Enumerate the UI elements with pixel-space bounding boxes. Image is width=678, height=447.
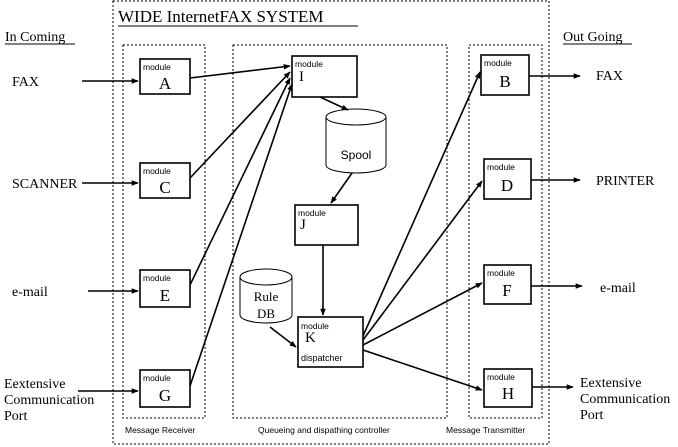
module-f-caption: module	[487, 268, 515, 278]
output-fax-label: FAX	[596, 69, 623, 84]
module-e: module E	[139, 269, 191, 308]
module-i-letter: I	[299, 69, 304, 85]
module-h-letter: H	[502, 384, 514, 403]
output-email-label: e-mail	[600, 281, 636, 296]
module-i: module I	[291, 55, 358, 98]
arrow-e-to-i	[189, 77, 291, 286]
module-g-letter: G	[159, 386, 171, 405]
arrow-a-to-i	[189, 63, 291, 79]
module-d-letter: D	[501, 176, 513, 195]
spool-label: Spool	[341, 148, 372, 162]
module-e-caption: module	[143, 273, 171, 283]
arrow-spool-to-j	[330, 172, 353, 204]
arrow-i-to-spool	[319, 96, 349, 111]
input-ext-port-label-line1: Eextensive	[4, 377, 65, 392]
input-email-label: e-mail	[12, 285, 48, 300]
arrow-k-to-h	[362, 349, 483, 391]
transmitter-group-frame	[468, 44, 543, 419]
module-g: module G	[139, 369, 191, 408]
arrow-k-to-d	[362, 180, 483, 341]
module-j-caption: module	[298, 208, 326, 218]
module-j: module J	[294, 204, 359, 246]
module-b: module B	[480, 54, 530, 96]
module-c-letter: C	[159, 178, 170, 197]
output-ext-port-label-line1: Eextensive	[580, 376, 641, 391]
output-printer-label: PRINTER	[596, 174, 655, 189]
module-f: module F	[483, 264, 532, 305]
module-h: module H	[483, 368, 533, 408]
module-b-letter: B	[499, 72, 510, 91]
module-a-letter: A	[159, 74, 172, 93]
input-scanner-label: SCANNER	[12, 177, 78, 192]
input-ext-port-label-line3: Port	[4, 409, 27, 424]
transmitter-group-label: Message Transmitter	[446, 425, 526, 435]
module-g-caption: module	[143, 373, 171, 383]
rule-db-storage: Rule DB	[239, 268, 293, 324]
controller-group-label: Queueing and dispathing controller	[258, 425, 390, 435]
output-ext-port-label-line3: Port	[580, 408, 603, 423]
input-ext-port-label-line2: Communication	[4, 393, 94, 408]
module-k-dispatcher-label: dispatcher	[301, 353, 343, 363]
module-i-caption: module	[295, 59, 323, 69]
output-ext-port-label-line2: Communication	[580, 392, 670, 407]
receiver-group-frame	[122, 44, 206, 419]
module-e-letter: E	[160, 286, 170, 305]
module-k-dispatcher: module K dispatcher	[297, 316, 364, 368]
module-a: module A	[139, 58, 191, 95]
module-h-caption: module	[487, 372, 515, 382]
module-f-letter: F	[502, 281, 511, 300]
input-fax-label: FAX	[12, 75, 39, 90]
module-d-caption: module	[487, 162, 515, 172]
rule-db-label-line2: DB	[257, 306, 275, 321]
module-k-caption: module	[301, 321, 329, 331]
arrow-c-to-i	[189, 71, 291, 179]
receiver-group-label: Message Receiver	[125, 425, 196, 435]
rule-db-label-line1: Rule	[254, 289, 279, 304]
system-frame	[112, 0, 550, 445]
outgoing-heading: Out Going	[563, 30, 623, 45]
spool-storage: Spool	[325, 108, 387, 174]
arrow-ruledb-to-k	[269, 326, 297, 348]
module-k-letter: K	[305, 330, 316, 346]
module-a-caption: module	[143, 62, 171, 72]
module-c: module C	[139, 162, 191, 199]
arrow-g-to-i	[189, 83, 293, 387]
module-j-letter: J	[300, 217, 306, 233]
incoming-heading: In Coming	[5, 30, 65, 45]
controller-group-frame	[232, 44, 448, 419]
module-c-caption: module	[143, 166, 171, 176]
system-title: WIDE InternetFAX SYSTEM	[118, 7, 324, 26]
arrow-k-to-f	[362, 282, 483, 346]
module-b-caption: module	[484, 58, 512, 68]
arrow-k-to-b	[362, 71, 481, 337]
module-d: module D	[483, 158, 532, 200]
